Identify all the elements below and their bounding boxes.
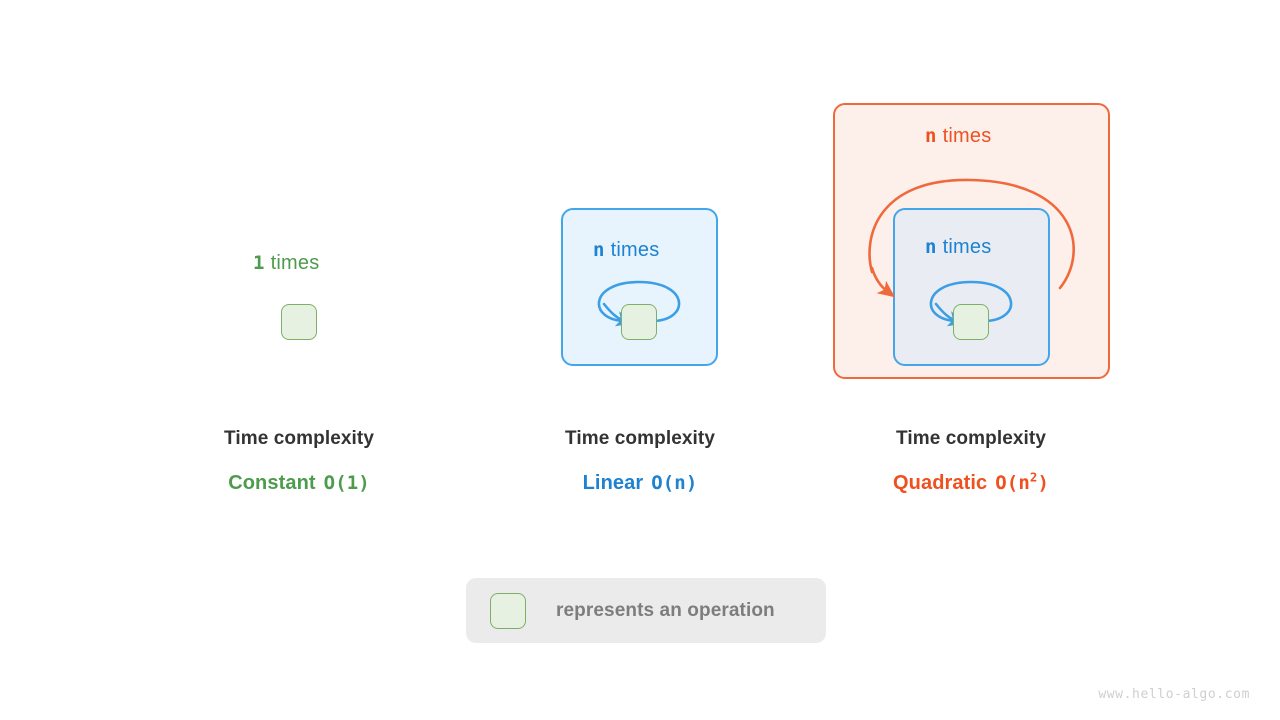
linear-loop-word: times [610,239,660,261]
caption-quadratic-bigo: O(n2) [995,470,1049,494]
quadratic-outer-loop-count: n [925,125,937,147]
caption-linear: Time complexity Linear O(n) [500,428,780,495]
caption-linear-title: Time complexity [564,428,716,449]
operation-box-linear [621,304,657,340]
caption-quadratic-bigo-exponent: 2 [1029,470,1038,485]
constant-loop-word: times [270,252,320,274]
caption-linear-bigo: O(n) [651,472,698,494]
caption-quadratic-name: Quadratic [893,472,988,494]
watermark: www.hello-algo.com [1098,687,1250,702]
quadratic-inner-loop-word: times [942,236,992,258]
caption-linear-name: Linear [582,472,644,494]
caption-constant: Time complexity Constant O(1) [159,428,439,495]
caption-quadratic-bigo-tail: ) [1037,472,1049,494]
legend-label: represents an operation [556,599,775,621]
quadratic-outer-loop-word: times [942,125,992,147]
constant-loop-count: 1 [253,252,265,274]
linear-loop-box [561,208,718,366]
linear-loop-count: n [593,239,605,261]
caption-quadratic: Time complexity Quadratic O(n2) [831,428,1111,495]
caption-constant-bigo: O(1) [323,472,370,494]
operation-box-constant [281,304,317,340]
caption-constant-title: Time complexity [223,428,375,449]
caption-quadratic-value: Quadratic O(n2) [831,470,1111,495]
operation-box-quadratic [953,304,989,340]
quadratic-inner-loop-count: n [925,236,937,258]
caption-linear-value: Linear O(n) [500,472,780,495]
caption-constant-name: Constant [228,472,316,494]
caption-quadratic-title: Time complexity [895,428,1047,449]
legend-operation-swatch [490,592,526,629]
quadratic-inner-loop-box [893,208,1050,366]
caption-quadratic-bigo-base: O(n [995,472,1030,494]
caption-constant-value: Constant O(1) [159,472,439,495]
legend: represents an operation [466,578,826,643]
